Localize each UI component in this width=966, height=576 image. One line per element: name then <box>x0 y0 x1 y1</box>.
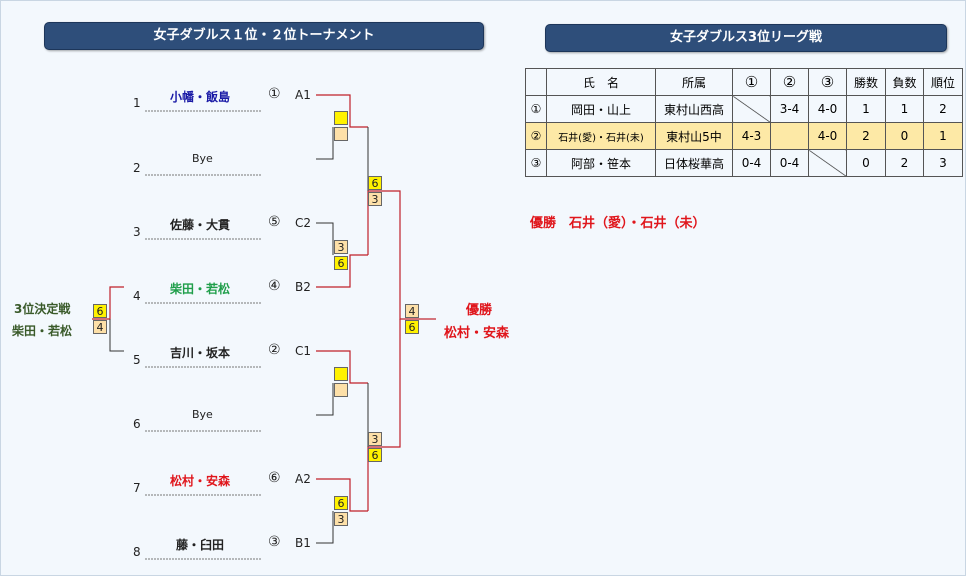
champion-label: 優勝 <box>466 303 493 318</box>
league-row: ③ 阿部・笹本 日体桜華高 0-4 0-4 0 2 3 <box>525 149 963 177</box>
group-code: C2 <box>295 216 312 230</box>
row-losses: 1 <box>885 95 924 123</box>
score-box: 3 <box>368 432 382 446</box>
league-row: ① 岡田・山上 東村山西高 3-4 4-0 1 1 2 <box>525 95 963 123</box>
row-vs-3 <box>808 149 847 177</box>
score-box: 6 <box>93 304 107 318</box>
header-cell: 氏 名 <box>546 68 656 96</box>
group-code: C1 <box>295 344 312 358</box>
team-name: Bye <box>192 152 213 165</box>
header-cell <box>525 68 547 96</box>
row-team: 東村山5中 <box>655 122 733 150</box>
row-vs-2 <box>770 122 809 150</box>
row-losses: 2 <box>885 149 924 177</box>
header-cell: ③ <box>808 68 847 96</box>
group-code: A2 <box>295 472 311 486</box>
group-code: B2 <box>295 280 311 294</box>
row-team: 日体桜華高 <box>655 149 733 177</box>
score-box <box>334 367 348 381</box>
team-name: 佐藤・大貫 <box>170 218 231 232</box>
slot-number: 4 <box>133 289 141 303</box>
header-cell: 順位 <box>923 68 963 96</box>
row-name: 阿部・笹本 <box>546 149 656 177</box>
score-box: 3 <box>368 192 382 206</box>
group-code: A1 <box>295 88 311 102</box>
row-rank: 2 <box>923 95 963 123</box>
league-header-row: 氏 名 所属 ① ② ③ 勝数 負数 順位 <box>525 68 963 96</box>
seed-mark: ② <box>268 342 281 358</box>
row-rank: 1 <box>923 122 963 150</box>
league-table: 氏 名 所属 ① ② ③ 勝数 負数 順位 ① 岡田・山上 東村山西高 3-4 … <box>525 68 963 177</box>
header-cell: 負数 <box>885 68 924 96</box>
seed-mark: ① <box>268 86 281 102</box>
slot-number: 1 <box>133 96 141 110</box>
header-cell: ② <box>770 68 809 96</box>
header-cell: ① <box>732 68 771 96</box>
score-box: 6 <box>334 256 348 270</box>
row-vs-3: 4-0 <box>808 95 847 123</box>
slot-number: 3 <box>133 225 141 239</box>
league-row: ② 石井(愛)・石井(未) 東村山5中 4-3 4-0 2 0 1 <box>525 122 963 150</box>
score-box: 6 <box>405 320 419 334</box>
team-name: 藤・臼田 <box>176 538 225 552</box>
slot-number: 6 <box>133 417 141 431</box>
score-box <box>334 383 348 397</box>
row-vs-1: 4-3 <box>732 122 771 150</box>
row-index: ① <box>525 95 547 123</box>
score-box: 6 <box>334 496 348 510</box>
team-name: 柴田・若松 <box>170 282 231 296</box>
score-box: 6 <box>368 448 382 462</box>
row-vs-2: 0-4 <box>770 149 809 177</box>
row-wins: 1 <box>846 95 886 123</box>
row-wins: 0 <box>846 149 886 177</box>
slot-number: 2 <box>133 161 141 175</box>
league-winner-text: 優勝 石井（愛）・石井（未） <box>530 216 706 231</box>
third-place-label: 3位決定戦 <box>14 302 71 316</box>
team-name: 小幡・飯島 <box>170 90 231 104</box>
team-name: 松村・安森 <box>170 474 231 488</box>
score-box <box>334 111 348 125</box>
row-rank: 3 <box>923 149 963 177</box>
league-title-banner: 女子ダブルス3位リーグ戦 <box>545 24 947 52</box>
seed-mark: ③ <box>268 534 281 550</box>
score-box: 6 <box>368 176 382 190</box>
row-name: 石井(愛)・石井(未) <box>546 122 656 150</box>
row-index: ② <box>525 122 547 150</box>
header-cell: 所属 <box>655 68 733 96</box>
score-box: 4 <box>405 304 419 318</box>
score-box: 3 <box>334 240 348 254</box>
seed-mark: ④ <box>268 278 281 294</box>
slot-number: 7 <box>133 481 141 495</box>
score-box <box>334 127 348 141</box>
tournament-title-banner: 女子ダブルス１位・２位トーナメント <box>44 22 484 50</box>
team-name: Bye <box>192 408 213 421</box>
seed-mark: ⑤ <box>268 214 281 230</box>
row-index: ③ <box>525 149 547 177</box>
row-vs-3: 4-0 <box>808 122 847 150</box>
team-name: 吉川・坂本 <box>170 346 231 360</box>
row-team: 東村山西高 <box>655 95 733 123</box>
row-vs-1 <box>732 95 771 123</box>
champion-name: 松村・安森 <box>444 326 510 341</box>
row-wins: 2 <box>846 122 886 150</box>
row-losses: 0 <box>885 122 924 150</box>
row-vs-1: 0-4 <box>732 149 771 177</box>
third-place-winner: 柴田・若松 <box>12 324 73 338</box>
seed-mark: ⑥ <box>268 470 281 486</box>
score-box: 4 <box>93 320 107 334</box>
slot-number: 5 <box>133 353 141 367</box>
slot-number: 8 <box>133 545 141 559</box>
group-code: B1 <box>295 536 311 550</box>
score-box: 3 <box>334 512 348 526</box>
row-vs-2: 3-4 <box>770 95 809 123</box>
header-cell: 勝数 <box>846 68 886 96</box>
row-name: 岡田・山上 <box>546 95 656 123</box>
